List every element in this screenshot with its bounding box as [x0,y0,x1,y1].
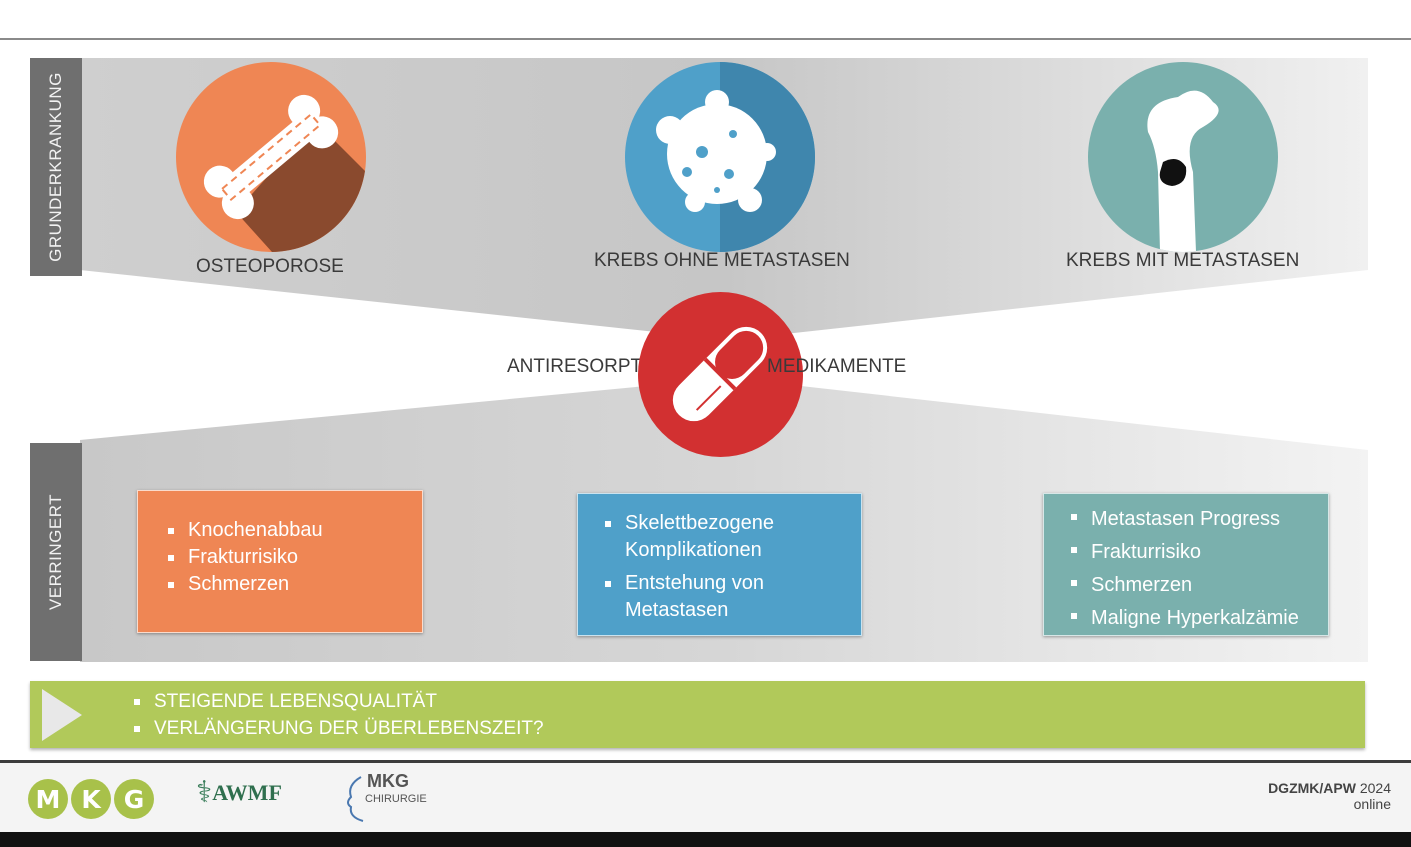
bone-icon [203,94,366,252]
list-item: VERLÄNGERUNG DER ÜBERLEBENSZEIT? [130,715,544,742]
top-divider [0,38,1411,40]
list-item: Metastasen Progress [1065,503,1328,536]
list-item: Schmerzen [1065,569,1328,602]
reduction-box-osteoporose: Knochenabbau Frakturrisiko Schmerzen [137,490,423,633]
list-item: STEIGENDE LEBENSQUALITÄT [130,688,544,715]
femur-metastasis-icon [1147,90,1219,252]
cancer-cell-icon [656,62,815,252]
osteoporose-label: OSTEOPOROSE [196,256,344,277]
list-item: Entstehung von Metastasen [599,570,829,624]
caduceus-icon: ⚕ [196,775,213,810]
awmf-logo: ⚕ AWMF [196,775,282,810]
event-info: DGZMK/APW 2024 online [1268,780,1391,812]
footer: M K G ⚕ AWMF MKG CHIRURGIE DGZMK/APW 202… [0,760,1411,832]
side-label-verringert: VERRINGERT [30,443,82,661]
antiresorptive-label: ANTIRESORPTIVE [507,356,673,377]
list-item: Knochenabbau [162,517,422,544]
osteoporose-circle [176,62,366,252]
pill-circle [638,292,803,457]
side-label-grunderkrankung: GRUNDERKRANKUNG [30,58,82,276]
pill-capsule-icon [672,326,768,422]
play-arrow-icon [42,689,82,741]
list-item: Frakturrisiko [1065,536,1328,569]
medikamente-label: MEDIKAMENTE [767,356,907,377]
outcome-bar: STEIGENDE LEBENSQUALITÄT VERLÄNGERUNG DE… [30,681,1365,748]
reduction-box-krebs-mit: Metastasen Progress Frakturrisiko Schmer… [1043,493,1329,636]
mkg-chirurgie-logo: MKG CHIRURGIE [343,771,433,822]
krebs-ohne-label: KREBS OHNE METASTASEN [594,250,850,271]
krebs-ohne-circle [625,62,815,252]
list-item: Skelettbezogene Komplikationen [599,510,829,564]
krebs-mit-circle [1088,62,1278,252]
list-item: Frakturrisiko [162,544,422,571]
bottom-bar [0,832,1411,847]
list-item: Schmerzen [162,571,422,598]
face-profile-icon [347,776,364,822]
krebs-mit-label: KREBS MIT METASTASEN [1066,250,1300,271]
list-item: Maligne Hyperkalzämie [1065,602,1328,635]
mkg-logo: M K G [28,779,154,819]
reduction-box-krebs-ohne: Skelettbezogene Komplikationen Entstehun… [577,493,862,636]
